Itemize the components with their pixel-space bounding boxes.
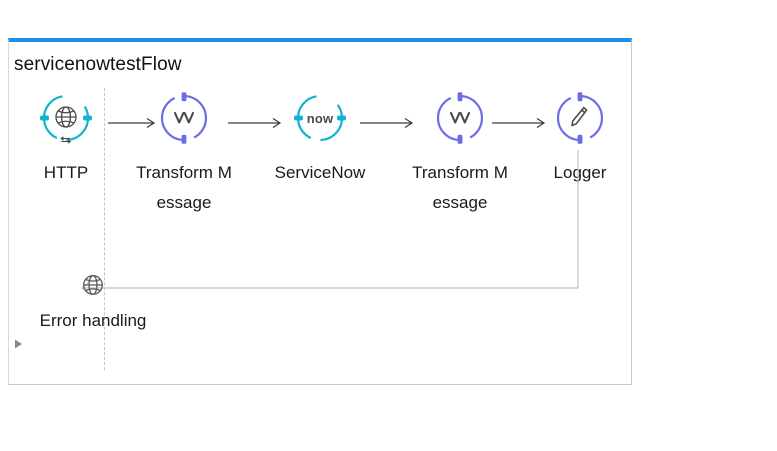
flow-node-transform-message-1[interactable]: Transform Message [130, 88, 238, 218]
flow-node-label: Logger [553, 163, 607, 182]
flow-node-transform-message-2[interactable]: Transform Message [406, 88, 514, 218]
error-handling-block[interactable]: Error handling [28, 272, 158, 335]
connector-arrow-transform2-to-logger [492, 117, 550, 129]
globe-icon [55, 106, 77, 128]
globe-icon [80, 272, 106, 298]
flow-name-title: servicenowtestFlow [14, 54, 182, 75]
exchange-icon [60, 136, 72, 144]
servicenow-now-icon: now [307, 111, 334, 126]
connector-arrow-http-to-transform1 [108, 117, 160, 129]
servicenow-node-badge[interactable]: now [290, 88, 350, 148]
connector-arrow-transform1-to-servicenow [228, 117, 286, 129]
flow-node-label: Transform Message [136, 163, 232, 212]
flow-node-label: HTTP [43, 163, 89, 182]
http-node-badge[interactable] [36, 88, 96, 148]
logger-node-badge[interactable] [550, 88, 610, 148]
connector-arrow-servicenow-to-transform2 [360, 117, 418, 129]
transform-message-node-badge[interactable] [430, 88, 490, 148]
flow-node-label: ServiceNow [274, 163, 366, 182]
source-section-divider [104, 88, 105, 370]
flow-node-label: Transform Message [412, 163, 508, 212]
flow-node-logger[interactable]: Logger [526, 88, 634, 188]
transform-message-node-badge[interactable] [154, 88, 214, 148]
flow-node-http[interactable]: HTTP [12, 88, 120, 188]
error-handling-label: Error handling [39, 311, 147, 330]
transform-chevrons-icon [173, 111, 195, 124]
transform-chevrons-icon [449, 111, 471, 124]
flow-canvas[interactable] [8, 38, 632, 385]
flow-node-servicenow[interactable]: now ServiceNow [266, 88, 374, 188]
triangle-right-icon[interactable] [14, 338, 24, 350]
pencil-icon [571, 106, 588, 127]
